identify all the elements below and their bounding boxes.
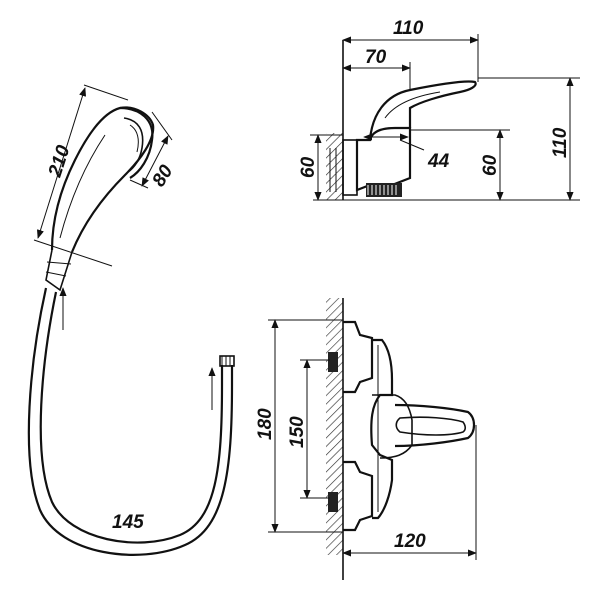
dim-front-centers: 150	[287, 359, 330, 499]
hand-shower-handle	[50, 106, 155, 253]
dim-handshower-length: 210	[33, 84, 129, 267]
top-view	[313, 40, 580, 201]
dim-text-145: 145	[112, 512, 144, 533]
hose-inner	[39, 291, 224, 544]
dim-text-120: 120	[394, 531, 426, 552]
dim-text-44: 44	[427, 151, 450, 172]
front-mixer-lever	[394, 403, 476, 448]
front-view	[326, 298, 476, 580]
dim-text-150: 150	[287, 416, 308, 448]
dim-top-width: 110	[342, 18, 479, 82]
dim-top-right-height: 60	[410, 129, 510, 201]
front-mixer-body	[370, 338, 394, 520]
dim-text-top-left-60: 60	[298, 156, 319, 178]
dim-top-height: 110	[478, 77, 580, 201]
front-wall-hatch	[326, 298, 343, 555]
dim-text-top-110: 110	[393, 18, 424, 39]
hand-shower	[45, 106, 155, 292]
front-upper-connector	[343, 320, 374, 394]
dim-front-height: 180	[255, 319, 343, 533]
dim-top-inner-width: 70	[342, 47, 411, 90]
hand-shower-collar	[45, 249, 73, 292]
top-mixer-lever	[368, 80, 477, 141]
front-lower-connector	[343, 460, 374, 532]
dim-top-nut-width: 44	[363, 133, 450, 172]
hose-outer	[27, 287, 234, 556]
dim-front-depth: 120	[342, 425, 477, 560]
dim-text-top-70: 70	[365, 47, 387, 68]
dim-text-210: 210	[44, 142, 74, 180]
hose-fitting	[219, 355, 235, 367]
dim-top-left-height: 60	[298, 134, 343, 201]
top-wall-hatch	[326, 133, 343, 200]
hose	[27, 287, 235, 556]
dim-text-180: 180	[255, 408, 276, 440]
dim-text-top-right-60: 60	[480, 154, 501, 176]
dim-text-top-right-110: 110	[550, 127, 571, 158]
